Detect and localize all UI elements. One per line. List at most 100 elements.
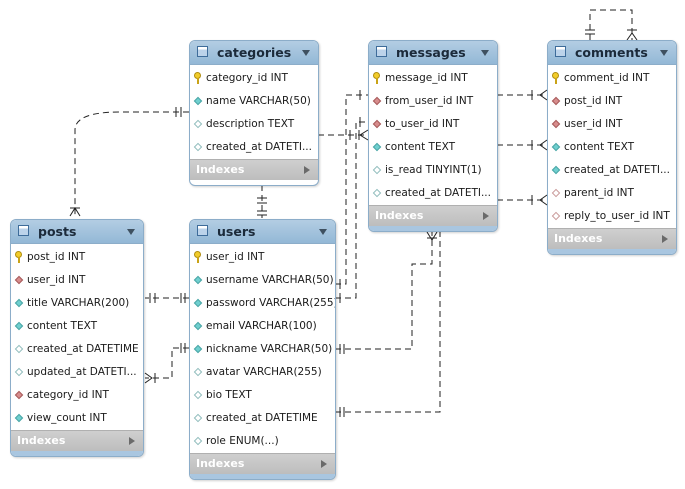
table-header[interactable]: categories <box>190 41 318 65</box>
column-row[interactable]: avatar VARCHAR(255) <box>190 361 335 384</box>
table-header[interactable]: users <box>190 220 335 244</box>
nullable-column-icon <box>193 436 203 446</box>
column-row[interactable]: post_id INT <box>11 246 143 269</box>
indexes-section[interactable]: Indexes <box>548 228 676 249</box>
chevron-down-icon[interactable] <box>127 229 135 235</box>
foreign-key-icon <box>551 96 561 106</box>
column-row[interactable]: category_id INT <box>11 384 143 407</box>
column-row[interactable]: updated_at DATETI... <box>11 361 143 384</box>
not-null-column-icon <box>14 298 24 308</box>
column-row[interactable]: created_at DATETI... <box>548 159 676 182</box>
column-row[interactable]: email VARCHAR(100) <box>190 315 335 338</box>
indexes-section[interactable]: Indexes <box>369 205 497 226</box>
column-row[interactable]: category_id INT <box>190 67 318 90</box>
column-row[interactable]: nickname VARCHAR(50) <box>190 338 335 361</box>
column-row[interactable]: title VARCHAR(200) <box>11 292 143 315</box>
table-header[interactable]: messages <box>369 41 497 65</box>
column-row[interactable]: view_count INT <box>11 407 143 430</box>
column-row[interactable]: message_id INT <box>369 67 497 90</box>
column-row[interactable]: content TEXT <box>369 136 497 159</box>
table-icon <box>555 46 566 57</box>
column-label: created_at DATETI... <box>564 164 670 176</box>
table-icon <box>197 46 208 57</box>
column-row[interactable]: from_user_id INT <box>369 90 497 113</box>
indexes-section[interactable]: Indexes <box>190 453 335 474</box>
column-row[interactable]: content TEXT <box>11 315 143 338</box>
table-footer <box>548 249 676 254</box>
column-row[interactable]: post_id INT <box>548 90 676 113</box>
nullable-column-icon <box>372 188 382 198</box>
indexes-section[interactable]: Indexes <box>11 430 143 451</box>
nullable-column-icon <box>193 390 203 400</box>
column-label: created_at DATETI... <box>385 187 491 199</box>
column-label: category_id INT <box>206 72 288 84</box>
not-null-column-icon <box>14 321 24 331</box>
column-row[interactable]: name VARCHAR(50) <box>190 90 318 113</box>
expand-arrow-icon[interactable] <box>662 235 668 243</box>
table-categories[interactable]: categories category_id INT name VARCHAR(… <box>189 40 319 186</box>
nullable-foreign-key-icon <box>551 188 561 198</box>
column-list: message_id INT from_user_id INT to_user_… <box>369 65 497 205</box>
nullable-column-icon <box>193 119 203 129</box>
column-label: updated_at DATETI... <box>27 366 137 378</box>
table-footer <box>190 474 335 479</box>
chevron-down-icon[interactable] <box>302 50 310 56</box>
chevron-down-icon[interactable] <box>481 50 489 56</box>
link-users-posts-2 <box>145 347 189 379</box>
link-users-messages-from <box>335 94 368 285</box>
table-comments[interactable]: comments comment_id INT post_id INT user… <box>547 40 677 255</box>
column-row[interactable]: is_read TINYINT(1) <box>369 159 497 182</box>
column-row[interactable]: password VARCHAR(255) <box>190 292 335 315</box>
chevron-down-icon[interactable] <box>660 50 668 56</box>
not-null-column-icon <box>193 344 203 354</box>
column-row[interactable]: created_at DATETI... <box>190 136 318 159</box>
expand-arrow-icon[interactable] <box>483 212 489 220</box>
column-row[interactable]: reply_to_user_id INT <box>548 205 676 228</box>
column-row[interactable]: user_id INT <box>548 113 676 136</box>
nullable-column-icon <box>14 367 24 377</box>
column-row[interactable]: created_at DATETIME <box>11 338 143 361</box>
not-null-column-icon <box>551 165 561 175</box>
table-header[interactable]: comments <box>548 41 676 65</box>
table-title: categories <box>217 45 292 60</box>
chevron-down-icon[interactable] <box>319 229 327 235</box>
column-row[interactable]: to_user_id INT <box>369 113 497 136</box>
column-row[interactable]: user_id INT <box>11 269 143 292</box>
table-messages[interactable]: messages message_id INT from_user_id INT… <box>368 40 498 232</box>
column-label: category_id INT <box>27 389 109 401</box>
column-label: content TEXT <box>385 141 456 153</box>
table-title: users <box>217 224 256 239</box>
column-label: username VARCHAR(50) <box>206 274 334 286</box>
column-label: name VARCHAR(50) <box>206 95 311 107</box>
indexes-label: Indexes <box>554 232 603 245</box>
not-null-column-icon <box>372 142 382 152</box>
column-label: content TEXT <box>27 320 98 332</box>
indexes-section[interactable]: Indexes <box>190 159 318 180</box>
primary-key-icon <box>552 72 560 84</box>
not-null-column-icon <box>193 275 203 285</box>
expand-arrow-icon[interactable] <box>304 166 310 174</box>
indexes-label: Indexes <box>375 209 424 222</box>
table-posts[interactable]: posts post_id INT user_id INT title VARC… <box>10 219 144 457</box>
table-header[interactable]: posts <box>11 220 143 244</box>
column-row[interactable]: user_id INT <box>190 246 335 269</box>
column-label: created_at DATETIME <box>27 343 139 355</box>
expand-arrow-icon[interactable] <box>321 460 327 468</box>
column-row[interactable]: bio TEXT <box>190 384 335 407</box>
column-row[interactable]: username VARCHAR(50) <box>190 269 335 292</box>
column-row[interactable]: created_at DATETIME <box>190 407 335 430</box>
nullable-column-icon <box>193 367 203 377</box>
column-row[interactable]: description TEXT <box>190 113 318 136</box>
column-row[interactable]: comment_id INT <box>548 67 676 90</box>
table-users[interactable]: users user_id INT username VARCHAR(50) p… <box>189 219 336 480</box>
column-label: post_id INT <box>564 95 623 107</box>
column-label: parent_id INT <box>564 187 634 199</box>
column-row[interactable]: parent_id INT <box>548 182 676 205</box>
expand-arrow-icon[interactable] <box>129 437 135 445</box>
column-row[interactable]: created_at DATETI... <box>369 182 497 205</box>
column-row[interactable]: content TEXT <box>548 136 676 159</box>
column-label: bio TEXT <box>206 389 252 401</box>
column-label: created_at DATETI... <box>206 141 312 153</box>
column-row[interactable]: role ENUM(...) <box>190 430 335 453</box>
link-comments-self <box>589 9 633 40</box>
